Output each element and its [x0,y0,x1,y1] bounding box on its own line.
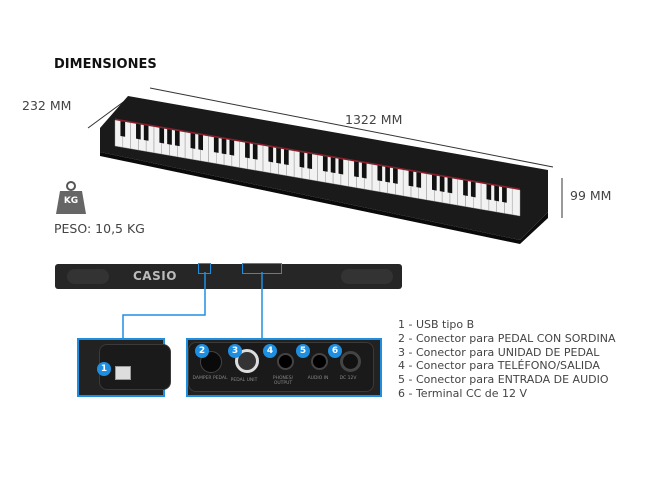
black-key [268,146,274,163]
connector-legend: 1 - USB tipo B 2 - Conector para PEDAL C… [398,318,616,401]
port-badge: 2 [195,344,209,358]
port-badge: 5 [296,344,310,358]
port-badge: 1 [97,362,111,376]
black-key [330,157,336,174]
black-key [431,174,437,191]
black-key [416,172,422,188]
black-key [284,149,289,166]
height-dimension: 99 MM [570,188,612,203]
black-key [190,133,196,149]
black-key [276,147,281,164]
dimension-arrows [87,87,563,218]
port-label: PHONES/ OUTPUT [272,376,294,386]
black-key [322,155,328,172]
port-badge: 3 [228,344,242,358]
black-key [408,170,414,187]
keyboard-illustration [87,87,563,244]
keys [114,118,521,217]
black-key [198,134,204,151]
black-key [377,165,383,182]
section-title: DIMENSIONES [54,57,157,72]
port-badge: 6 [328,344,342,358]
black-key [120,120,126,137]
weight-text: PESO: 10,5 KG [54,221,145,236]
black-key [136,123,141,140]
black-key [494,185,499,202]
connector-lines [122,272,263,340]
port-label: DAMPER PEDAL [192,376,228,381]
black-key [299,151,305,168]
black-key [229,139,235,156]
black-key [338,158,344,175]
black-key [307,153,313,170]
usb-port-icon [115,366,131,380]
black-key [447,177,453,194]
black-key [143,124,149,141]
rear-panel: 2 3 4 5 6 DAMPER PEDAL PEDAL UNIT PHONES… [186,338,382,397]
black-key [393,168,398,184]
black-key [354,161,359,178]
weight-icon [56,181,86,214]
legend-item: 4 - Conector para TELÉFONO/SALIDA [398,359,600,373]
port-label: DC 12V [339,376,357,381]
black-key [167,129,172,145]
port-label: AUDIO IN [307,376,329,381]
black-key [221,138,227,155]
black-key [470,181,476,198]
keyboard-back-view: CASIO [55,263,402,289]
black-key [174,130,180,147]
depth-dimension: 232 MM [22,98,72,113]
port-label: PEDAL UNIT [230,378,258,383]
black-key [439,176,445,192]
black-key [252,143,258,160]
width-dimension: 1322 MM [345,112,403,127]
phones-jack [277,353,294,370]
legend-item: 6 - Terminal CC de 12 V [398,386,528,400]
black-key [385,166,390,183]
legend-item: 2 - Conector para PEDAL CON SORDINA [398,331,616,345]
black-key [213,137,219,153]
black-key [361,162,367,179]
dc-jack [340,351,361,372]
black-key [463,180,468,196]
legend-item: 5 - Conector para ENTRADA DE AUDIO [398,373,609,387]
audio-in-jack [311,353,328,370]
casio-logo: CASIO [133,269,177,283]
legend-item: 1 - USB tipo B [398,318,475,331]
black-key [159,127,165,144]
black-key [245,142,250,159]
black-key [486,184,492,201]
usb-panel: 1 [77,338,171,397]
weight-icon-label: KG [63,196,79,206]
black-key [502,186,507,203]
port-badge: 4 [263,344,277,358]
legend-item: 3 - Conector para UNIDAD DE PEDAL [398,345,600,359]
